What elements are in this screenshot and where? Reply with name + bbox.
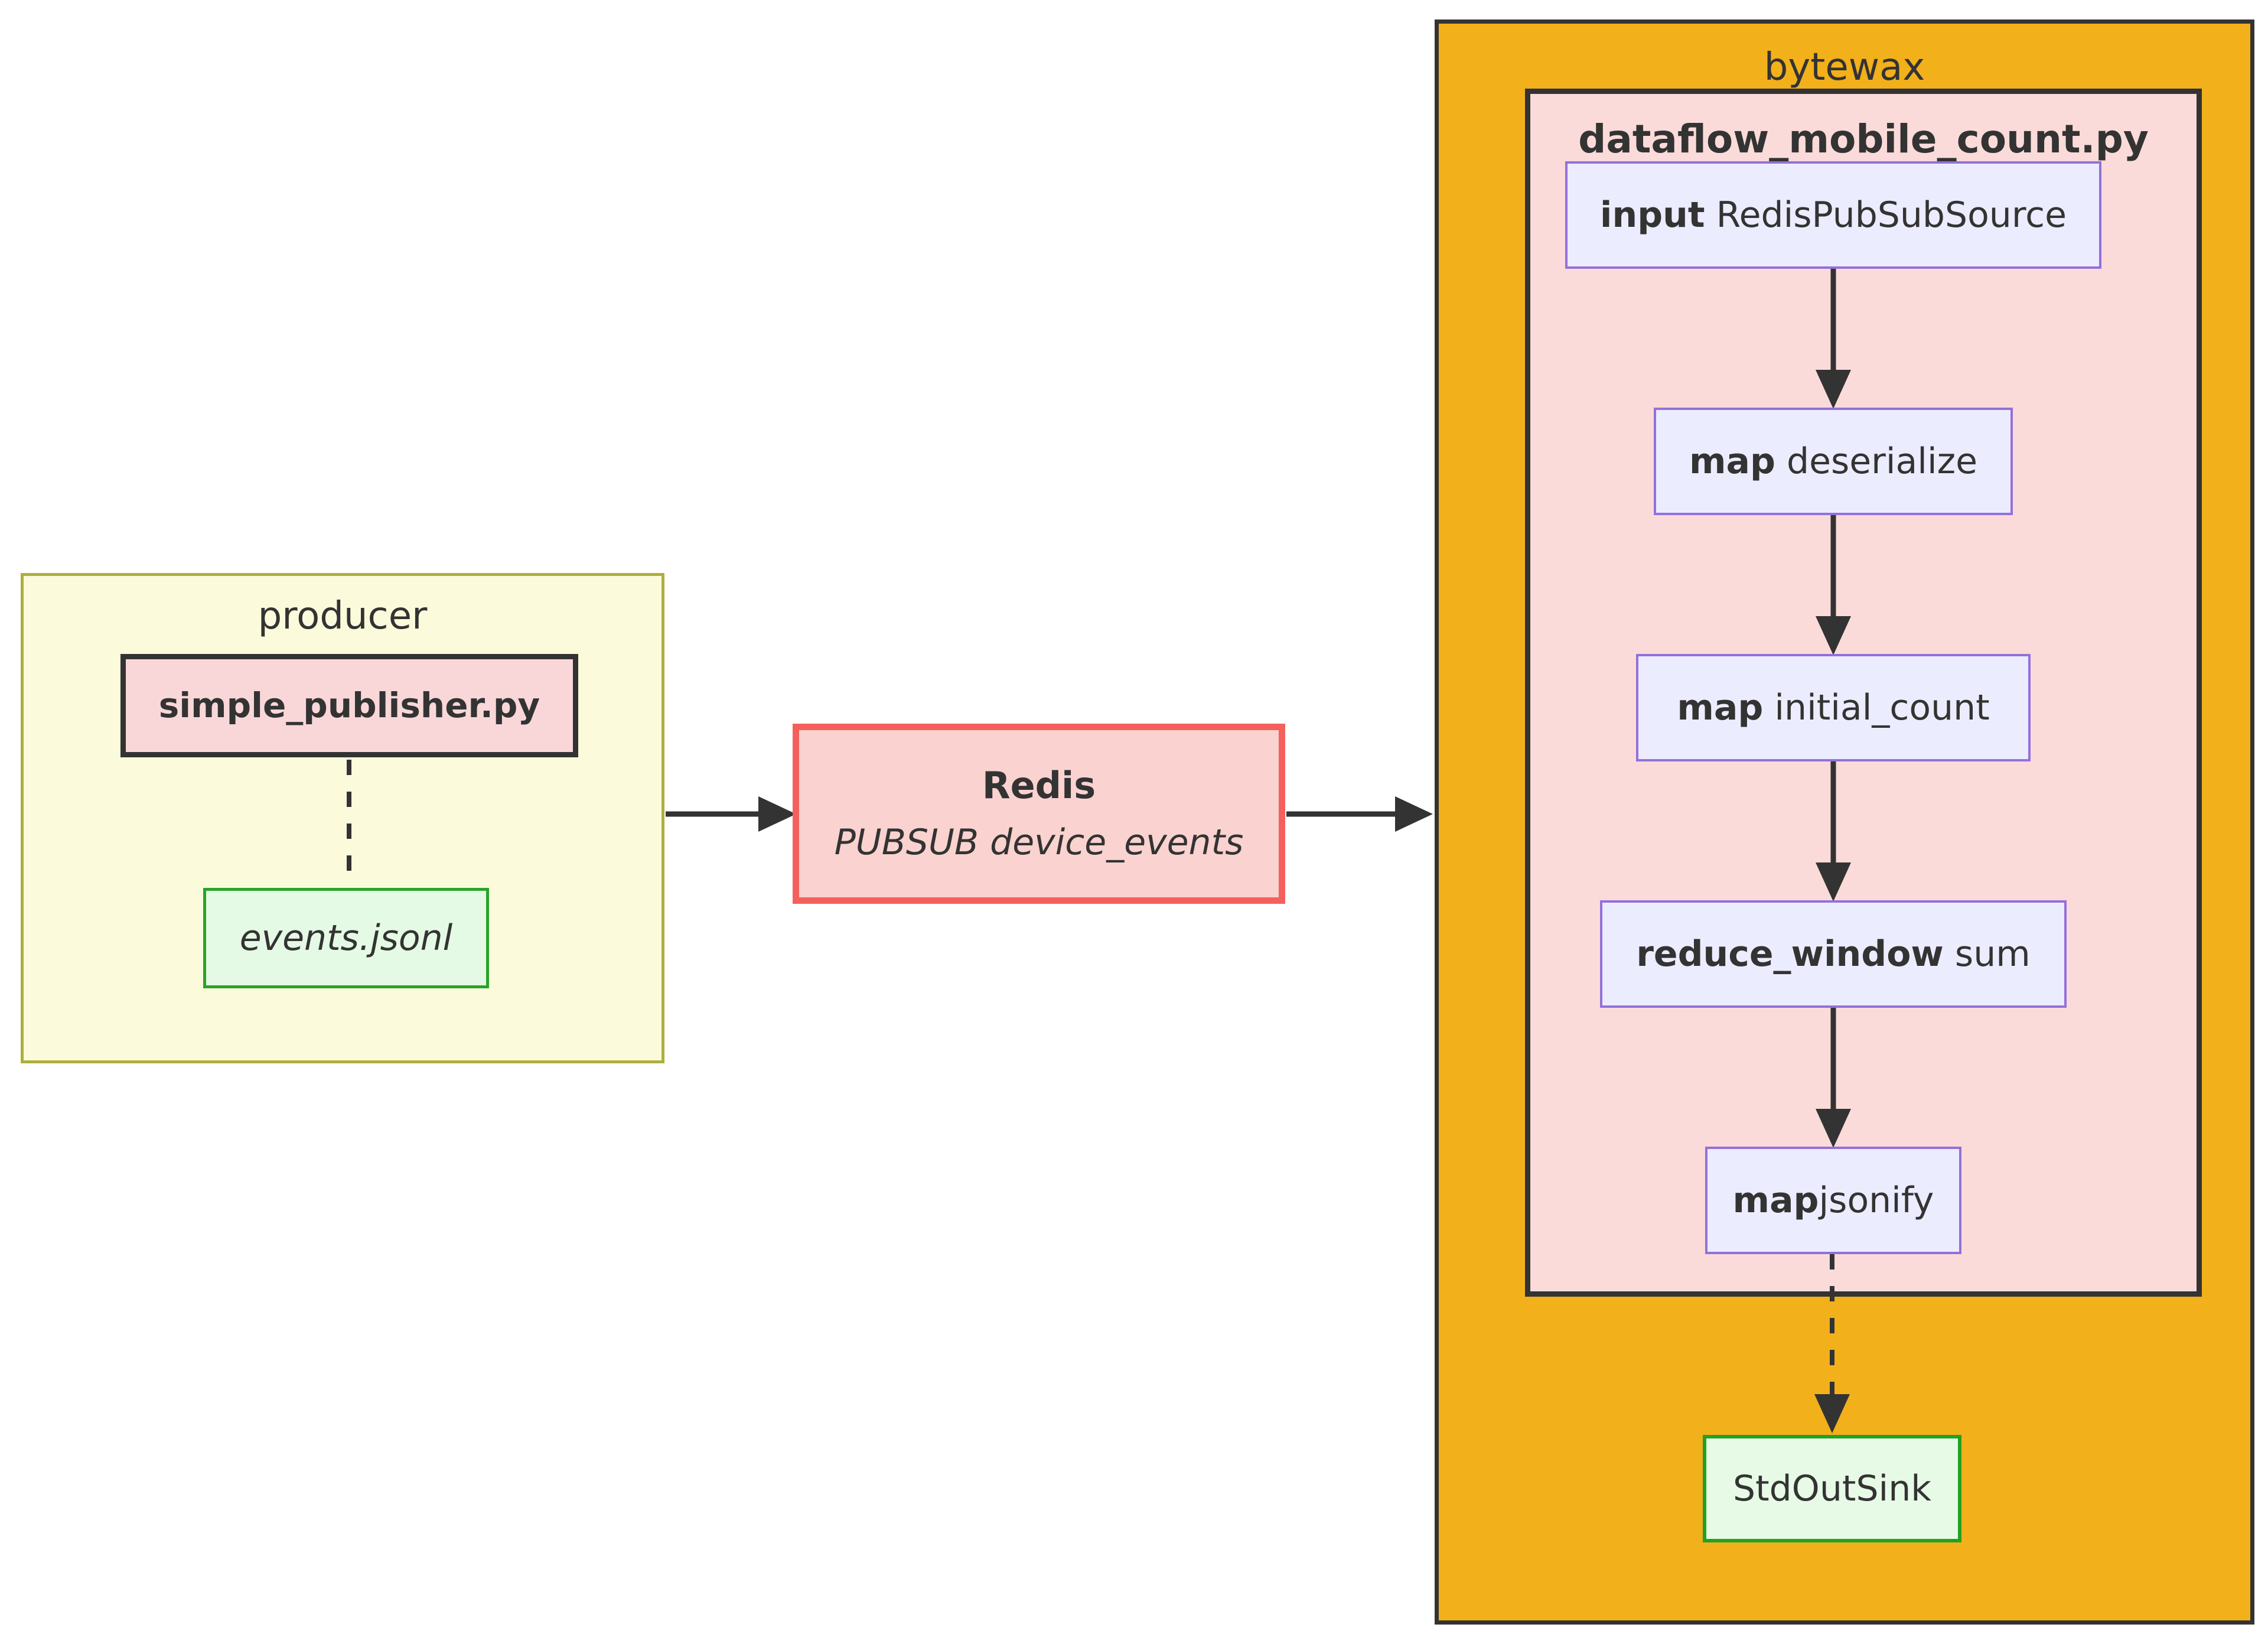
- node-events-jsonl: events.jsonl: [203, 888, 489, 988]
- node-redis: Redis PUBSUB device_events: [793, 724, 1285, 904]
- node-map-deserialize: map deserialize: [1654, 408, 2013, 515]
- node-stdoutsink: StdOutSink: [1703, 1435, 1961, 1542]
- node-simple-publisher: simple_publisher.py: [120, 654, 578, 757]
- producer-cluster-label: producer: [258, 594, 428, 638]
- step-keyword: input: [1599, 194, 1705, 236]
- bytewax-cluster-label: bytewax: [1764, 45, 1925, 89]
- step-arg: sum: [1943, 933, 2031, 975]
- node-input-redispubsubsource: input RedisPubSubSource: [1565, 161, 2101, 269]
- arrowhead-redis-to-bytewax: [1395, 796, 1433, 832]
- node-map-initial-count: map initial_count: [1636, 654, 2031, 761]
- step-arg: jsonify: [1819, 1180, 1934, 1221]
- arrowhead-producer-to-redis: [758, 796, 796, 832]
- step-keyword: map: [1732, 1180, 1819, 1221]
- step-keyword: map: [1689, 441, 1775, 482]
- dataflow-file-cluster-label: dataflow_mobile_count.py: [1578, 116, 2149, 162]
- redis-pubsub-channel: PUBSUB device_events: [834, 821, 1244, 863]
- step-keyword: reduce_window: [1636, 933, 1944, 975]
- step-keyword: map: [1677, 687, 1764, 728]
- step-arg: deserialize: [1775, 441, 1978, 482]
- step-arg: initial_count: [1763, 687, 1990, 728]
- redis-title: Redis: [982, 764, 1096, 808]
- producer-cluster: producer: [21, 573, 664, 1063]
- step-arg: RedisPubSubSource: [1705, 194, 2067, 236]
- node-reduce-window-sum: reduce_window sum: [1600, 900, 2067, 1008]
